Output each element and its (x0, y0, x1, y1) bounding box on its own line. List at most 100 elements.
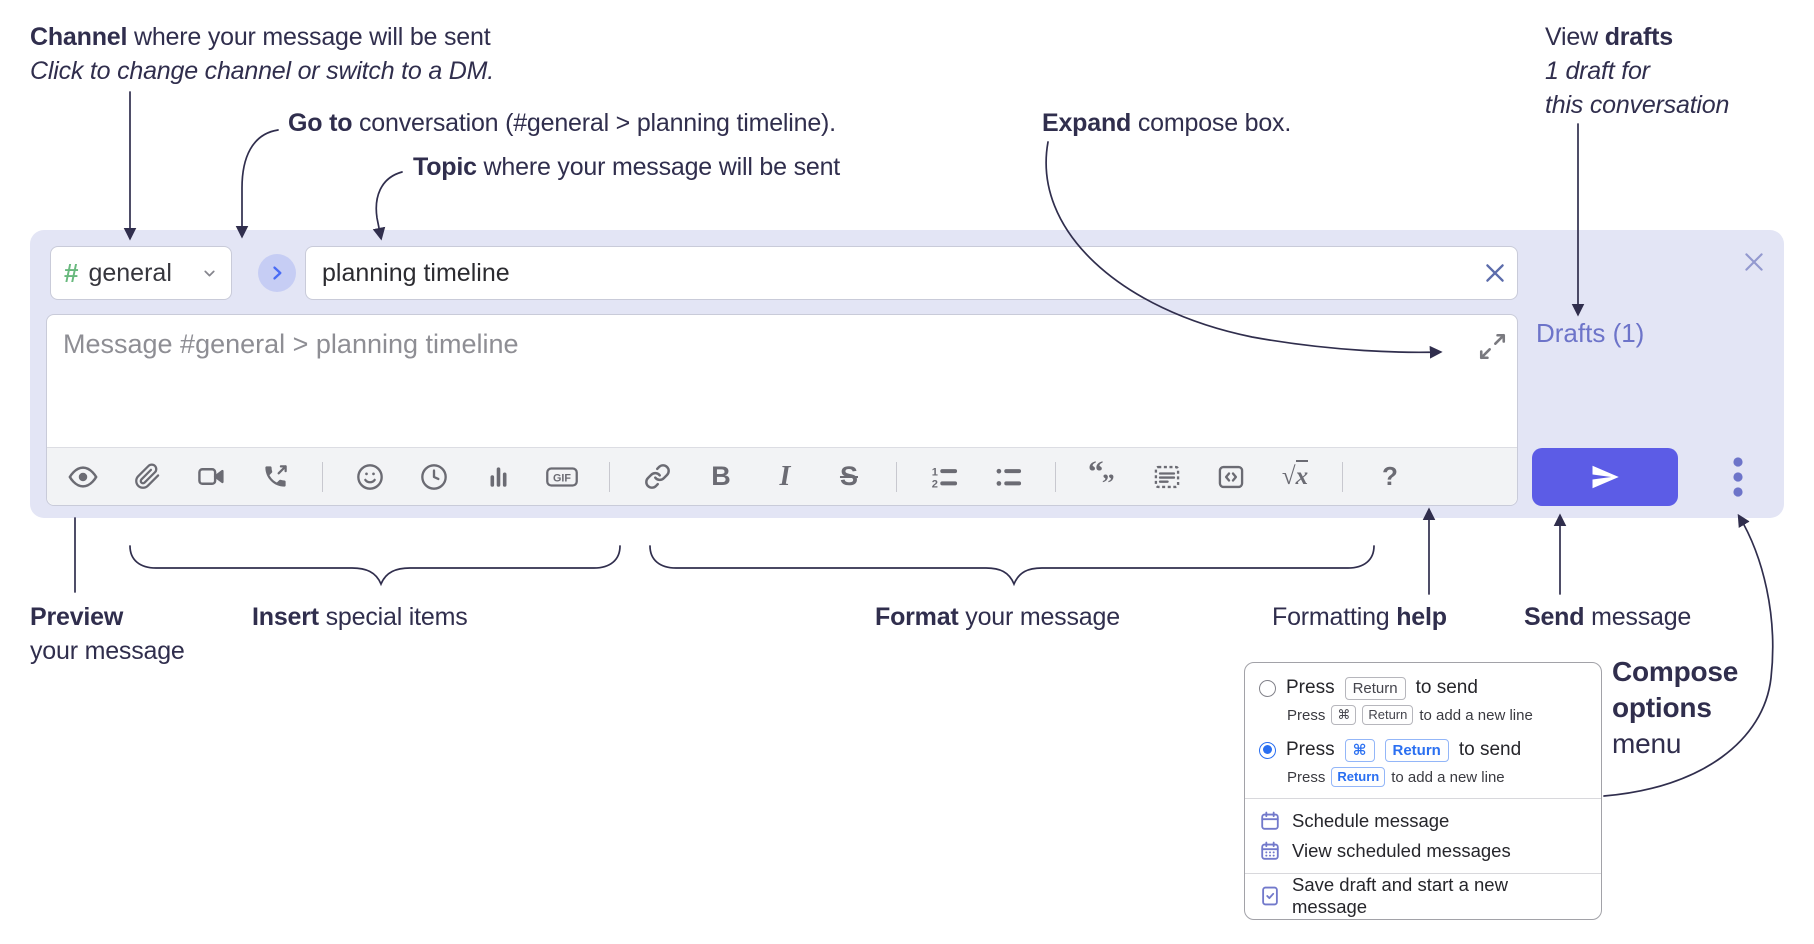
preview-button[interactable] (51, 453, 115, 501)
drafts-link[interactable]: Drafts (1) (1536, 318, 1645, 348)
option-cmd-return-to-send: Press ⌘ Return to send (1245, 735, 1601, 765)
emoji-button[interactable] (338, 453, 402, 501)
bold-button[interactable]: B (689, 453, 753, 501)
popup-divider (1245, 798, 1601, 799)
annotation-channel: Channel where your message will be sent … (30, 20, 494, 88)
toolbar-divider (1055, 461, 1056, 492)
add-poll-button[interactable] (466, 453, 530, 501)
math-icon: √x (1282, 459, 1309, 491)
italic-icon: I (779, 460, 791, 492)
menu-item-save-draft[interactable]: Save draft and start a new message (1245, 874, 1601, 917)
channel-selector[interactable]: # general (50, 246, 232, 300)
calendar-icon (1261, 811, 1279, 830)
svg-text:1: 1 (932, 466, 938, 478)
numbered-list-button[interactable]: 1 2 (912, 453, 976, 501)
menu-item-schedule-message[interactable]: Schedule message (1245, 806, 1601, 836)
go-to-arrow (235, 129, 279, 239)
spoiler-button[interactable] (1135, 453, 1199, 501)
chevron-right-icon (273, 266, 282, 280)
code-button[interactable] (1199, 453, 1263, 501)
save-draft-icon (1262, 886, 1278, 906)
annotation-view-drafts-line3: this conversation (1545, 91, 1730, 119)
annotation-channel-line1: Channel where your message will be sent (30, 23, 491, 51)
annotation-insert: Insert special items (252, 603, 468, 631)
toolbar-divider (1342, 461, 1343, 492)
eye-icon (68, 465, 98, 488)
toolbar-divider (896, 461, 897, 492)
annotation-preview-line1: Preview (30, 603, 124, 631)
return-key: Return (1384, 738, 1449, 762)
close-compose-button[interactable] (1736, 244, 1772, 280)
link-icon (644, 464, 670, 489)
math-button[interactable]: √x (1263, 453, 1327, 501)
menu-item-view-scheduled-messages[interactable]: View scheduled messages (1245, 836, 1601, 866)
phone-call-icon (264, 465, 287, 487)
cmd-key: ⌘ (1331, 705, 1357, 725)
numbered-list-icon: 1 2 (932, 466, 958, 490)
svg-text:2: 2 (932, 478, 938, 490)
attach-file-button[interactable] (115, 453, 179, 501)
annotation-topic: Topic where your message will be sent (413, 153, 841, 181)
message-box: GIF B I S 1 (46, 314, 1518, 506)
cmd-return-to-send-radio[interactable] (1259, 741, 1276, 759)
svg-text:”: ” (1102, 468, 1115, 496)
paperclip-icon (134, 463, 159, 489)
compose-options-popup: Press Return to send Press ⌘ Return to a… (1244, 662, 1602, 920)
svg-text:“: “ (1088, 453, 1104, 488)
send-icon (1592, 465, 1619, 489)
option-return-subtext: Press ⌘ Return to add a new line (1287, 705, 1533, 725)
compose-toolbar: GIF B I S 1 (47, 447, 1517, 505)
annotation-go-to: Go to conversation (#general > planning … (288, 109, 836, 137)
channel-name: general (88, 258, 172, 287)
return-to-send-radio[interactable] (1259, 679, 1276, 697)
expand-icon (1479, 333, 1505, 359)
return-key: Return (1344, 676, 1406, 700)
add-voice-call-button[interactable] (243, 453, 307, 501)
message-input[interactable] (47, 315, 1517, 447)
link-button[interactable] (625, 453, 689, 501)
italic-button[interactable]: I (753, 453, 817, 501)
add-global-time-button[interactable] (402, 453, 466, 501)
calendar-days-icon (1261, 841, 1279, 860)
send-button[interactable] (1532, 448, 1678, 506)
format-brace (649, 545, 1375, 587)
annotation-preview-line2: your message (30, 637, 185, 665)
annotation-expand: Expand compose box. (1042, 109, 1292, 137)
close-icon (1745, 253, 1763, 271)
popup-divider (1245, 873, 1601, 874)
spoiler-icon (1154, 465, 1180, 488)
question-mark-icon: ? (1382, 461, 1398, 491)
toolbar-divider (322, 461, 323, 492)
bold-icon: B (711, 461, 731, 491)
bar-chart-icon (490, 467, 506, 487)
toolbar-divider (609, 461, 610, 492)
clear-topic-button[interactable] (1473, 251, 1517, 295)
go-to-conversation-button[interactable] (258, 254, 296, 292)
strikethrough-icon: S (839, 461, 858, 491)
quote-button[interactable]: “ ” (1071, 453, 1135, 501)
annotation-preview: Preview your message (30, 600, 185, 668)
topic-field (305, 246, 1518, 300)
message-formatting-help-button[interactable]: ? (1358, 453, 1422, 501)
cmd-key: ⌘ (1344, 738, 1375, 762)
option-return-to-send: Press Return to send (1245, 673, 1601, 703)
close-icon (1486, 264, 1504, 282)
annotation-send-message: Send message (1524, 603, 1692, 631)
vertical-dots-icon (1733, 457, 1743, 497)
bulleted-list-icon (996, 468, 1022, 486)
option-cmd-return-subtext: Press Return to add a new line (1287, 767, 1505, 787)
expand-compose-button[interactable] (1475, 329, 1509, 363)
add-gif-button[interactable]: GIF (530, 453, 594, 501)
add-video-call-button[interactable] (179, 453, 243, 501)
annotation-view-drafts-line2: 1 draft for (1545, 57, 1650, 85)
video-camera-icon (197, 468, 224, 485)
compose-options-menu-button[interactable] (1706, 448, 1770, 506)
bulleted-list-button[interactable] (976, 453, 1040, 501)
return-key: Return (1362, 705, 1414, 725)
insert-brace (129, 545, 621, 587)
strikethrough-button[interactable]: S (817, 453, 881, 501)
annotation-compose-options: Compose options menu (1612, 656, 1739, 759)
topic-input[interactable] (306, 258, 1473, 288)
gif-icon: GIF (546, 466, 578, 487)
